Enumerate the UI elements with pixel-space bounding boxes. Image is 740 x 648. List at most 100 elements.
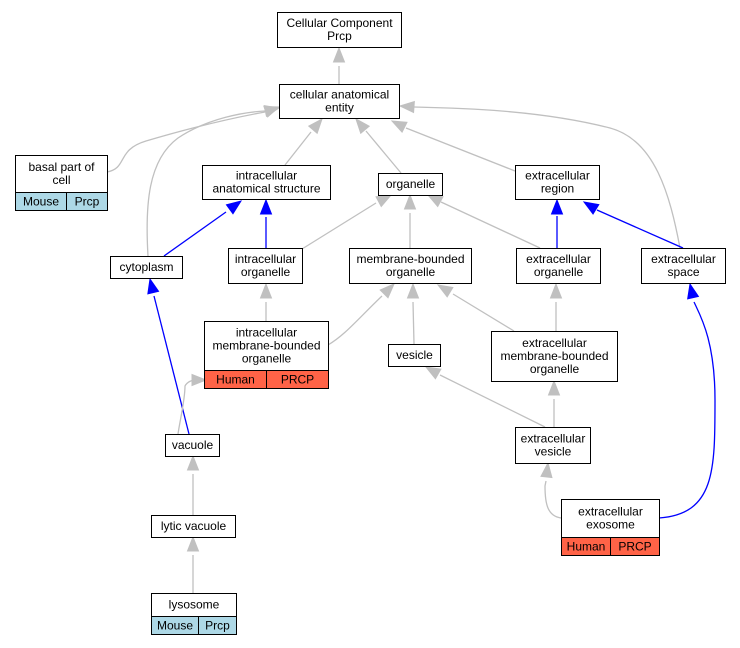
arrowhead <box>426 194 444 208</box>
edge-line <box>544 480 562 519</box>
node-label: anatomical structure <box>212 182 320 196</box>
node-box <box>204 321 329 371</box>
edge-line <box>452 293 515 332</box>
edge-line <box>153 295 190 435</box>
arrowhead <box>436 284 454 298</box>
node-vacuole[interactable]: vacuole <box>165 434 220 457</box>
edge-line <box>365 130 402 174</box>
arrowhead <box>186 535 200 552</box>
edge-extracellular_organelle-to-extracellular_region <box>550 198 564 248</box>
node-box <box>378 173 443 196</box>
node-label: intracellular <box>235 252 296 266</box>
arrowhead <box>355 117 371 135</box>
node-intracellular-membrane-bounded-organelle[interactable]: intracellularmembrane-boundedorganelleHu… <box>204 321 329 389</box>
arrowhead <box>147 277 160 295</box>
node-label: region <box>541 182 574 196</box>
edge-basal_part_of_cell-to-cellular_anatomical_entity <box>106 106 281 173</box>
species-cell <box>266 370 329 389</box>
node-label: intracellular <box>236 326 297 340</box>
edge-line <box>440 201 541 249</box>
edge-line <box>106 111 266 173</box>
edge-line <box>301 202 377 250</box>
edge-layer <box>106 46 716 593</box>
node-vesicle[interactable]: vesicle <box>388 344 441 367</box>
arrowhead <box>191 373 208 387</box>
edge-vacuole-to-intracellular_membrane_bounded_organelle <box>177 373 208 435</box>
node-label: cellular anatomical <box>290 88 389 102</box>
node-box <box>561 499 660 538</box>
arrowhead <box>379 283 395 299</box>
node-organelle[interactable]: organelle <box>378 173 443 196</box>
node-label: membrane-bounded <box>212 339 320 353</box>
node-box <box>279 84 400 119</box>
edge-intracellular_organelle-to-intracellular_anatomical_structure <box>259 198 273 248</box>
node-label: extracellular <box>651 252 716 266</box>
node-box <box>228 248 303 284</box>
node-box <box>515 427 591 464</box>
edge-line <box>658 301 716 519</box>
species-cell-label: PRCP <box>618 540 651 554</box>
arrowhead <box>332 46 346 63</box>
species-cell <box>198 616 237 635</box>
node-label: extracellular <box>526 252 591 266</box>
edge-line <box>596 209 684 249</box>
arrowhead <box>225 200 243 215</box>
node-label: organelle <box>386 177 436 191</box>
node-label: vesicle <box>535 445 572 459</box>
arrowhead <box>550 198 564 215</box>
species-cell-label: Human <box>567 540 606 554</box>
edge-extracellular_space-to-extracellular_region <box>582 201 684 249</box>
edge-line <box>327 295 383 346</box>
node-label: extracellular <box>522 336 587 350</box>
edge-extracellular_exosome-to-extracellular_vesicle <box>540 461 562 519</box>
node-label: Cellular Component <box>286 16 393 30</box>
node-label: Prcp <box>327 29 352 43</box>
node-label: organelle <box>241 265 291 279</box>
arrowhead <box>424 366 442 380</box>
node-label: membrane-bounded <box>500 349 608 363</box>
edge-vesicle-to-membrane_bounded_organelle <box>406 282 420 345</box>
edge-intracellular_organelle-to-organelle <box>301 194 393 250</box>
node-label: vacuole <box>172 438 214 452</box>
edge-line <box>146 110 266 257</box>
node-label: organelle <box>530 362 580 376</box>
edge-line <box>412 301 415 345</box>
edge-cytoplasm-to-intracellular_anatomical_structure <box>163 200 243 257</box>
edge-line <box>284 131 312 166</box>
edge-membrane_bounded_organelle-to-organelle <box>403 193 417 248</box>
edge-intracellular_membrane_bounded_organelle-to-intracellular_organelle <box>259 282 273 321</box>
node-label: organelle <box>386 265 436 279</box>
edge-line <box>163 211 227 257</box>
arrowhead <box>687 282 700 300</box>
species-cell-label: Prcp <box>205 619 230 633</box>
node-lytic-vacuole[interactable]: lytic vacuole <box>151 515 236 538</box>
node-box <box>388 344 441 367</box>
node-label: space <box>667 265 699 279</box>
edge-cytoplasm-to-cellular_anatomical_entity <box>146 104 281 257</box>
edge-line <box>413 106 681 249</box>
arrowhead <box>582 201 600 215</box>
arrowhead <box>259 282 273 299</box>
species-cell-label: PRCP <box>281 373 314 387</box>
node-box <box>110 256 183 279</box>
node-label: cytoplasm <box>119 260 173 274</box>
arrowhead <box>259 198 273 215</box>
node-label: lytic vacuole <box>161 519 227 533</box>
node-box <box>151 515 236 538</box>
node-cytoplasm[interactable]: cytoplasm <box>110 256 183 279</box>
